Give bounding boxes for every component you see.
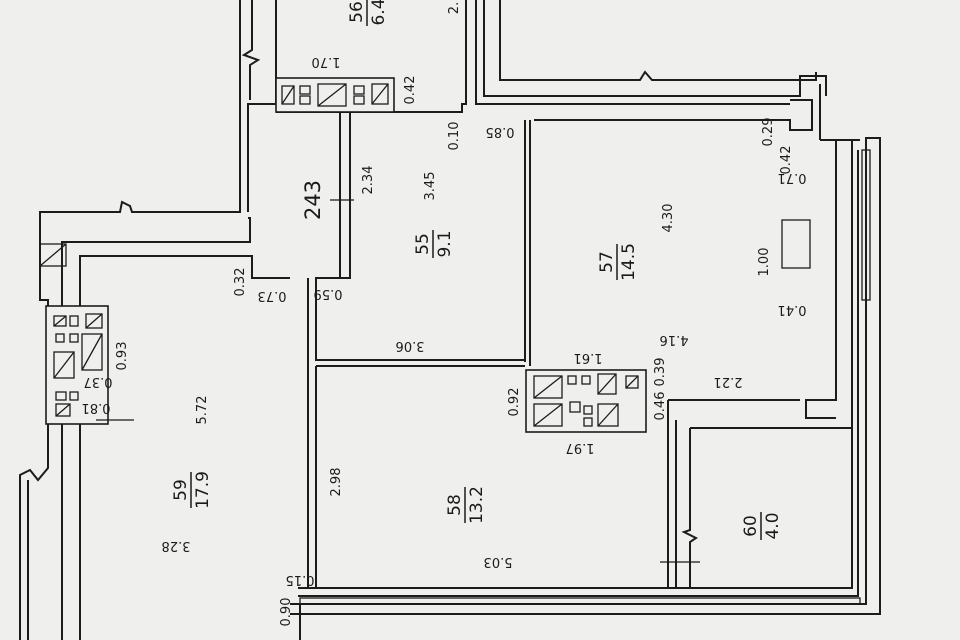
- wall-55-bottom: [315, 112, 525, 361]
- dim-0-10: 0.10: [447, 122, 462, 151]
- walls: [19, 0, 881, 640]
- dim-0-85: 0.85: [486, 124, 515, 139]
- room-57-label: 57 14.5: [597, 243, 639, 281]
- room-55-number: 55: [413, 233, 433, 255]
- dim-2-34: 2.34: [361, 166, 376, 195]
- vent-duct-2: [299, 85, 311, 95]
- dim-243: 243: [301, 180, 325, 220]
- room-58-label: 58 13.2: [445, 486, 487, 524]
- room-55-label: 55 9.1: [413, 230, 455, 258]
- vent-block-center: [525, 369, 647, 433]
- wall-top-corridor-inner: [483, 0, 827, 97]
- dim-2-98: 2.98: [329, 468, 344, 497]
- dim-0-71: 0.71: [778, 170, 807, 185]
- vent-duct-3: [299, 95, 311, 105]
- wall-room55-top: [276, 0, 467, 113]
- room-60-number: 60: [741, 515, 761, 537]
- dim-5-03: 5.03: [484, 554, 513, 569]
- room-58-number: 58: [445, 494, 465, 516]
- dim-3-06: 3.06: [396, 338, 425, 353]
- room-56-number: 56: [347, 1, 367, 23]
- vent-duct-1: [281, 85, 295, 105]
- room-56-label: 56 6.4: [347, 0, 389, 26]
- wall-bottom-right: [298, 140, 853, 589]
- room-58-area: 13.2: [467, 486, 487, 524]
- wall-top-far: [499, 0, 817, 81]
- dim-1-61: 1.61: [574, 350, 603, 365]
- dim-0-29: 0.29: [761, 118, 776, 147]
- dim-0-59: 0.59: [314, 286, 343, 301]
- vent-duct-4: [317, 83, 347, 107]
- wall-top-corridor: [475, 0, 790, 105]
- wall-57-right: [805, 140, 837, 419]
- vent-duct-5: [353, 85, 365, 95]
- wall-top-left: [247, 0, 277, 212]
- dim-2-top: 2.: [447, 2, 462, 14]
- room-59-number: 59: [171, 479, 191, 501]
- room-55-area: 9.1: [435, 230, 455, 257]
- dim-0-93: 0.93: [115, 342, 130, 371]
- dim-4-16: 4.16: [660, 332, 689, 347]
- dim-0-73: 0.73: [258, 288, 287, 303]
- dim-0-15: 0.15: [286, 572, 315, 587]
- dim-0-90: 0.90: [279, 598, 294, 627]
- window-bottom: [299, 597, 861, 605]
- dim-2-21: 2.21: [714, 374, 743, 389]
- vent-left-1: [53, 315, 67, 327]
- room-59-label: 59 17.9: [171, 471, 213, 509]
- room-57-number: 57: [597, 251, 617, 273]
- room-56-area: 6.4: [369, 0, 389, 26]
- vent-duct-6: [353, 95, 365, 105]
- dim-0-81: 0.81: [82, 400, 111, 415]
- dim-0-46: 0.46: [653, 392, 668, 421]
- dim-0-37: 0.37: [84, 374, 113, 389]
- wall-60-left: [681, 428, 698, 588]
- dim-1-70: 1.70: [312, 54, 341, 69]
- dim-3-45: 3.45: [423, 172, 438, 201]
- riser-left: [39, 243, 67, 267]
- dim-3-28: 3.28: [162, 538, 191, 553]
- dim-1-00: 1.00: [757, 248, 772, 277]
- dim-0-42-top: 0.42: [403, 76, 418, 105]
- room59-outer-wall: [61, 217, 251, 640]
- wall-break-top: [241, 0, 261, 100]
- dim-5-72: 5.72: [195, 396, 210, 425]
- dimension-ticks: [96, 199, 700, 563]
- vent-duct-7: [371, 83, 389, 105]
- window-right: [861, 149, 871, 301]
- dim-4-30: 4.30: [661, 204, 676, 233]
- radiator: [781, 219, 811, 269]
- labels: 59 17.9 58 13.2 55 9.1 57 14.5 60 4.0: [82, 0, 807, 627]
- dim-1-97: 1.97: [566, 440, 595, 455]
- room-57-area: 14.5: [619, 243, 639, 281]
- fixtures: [39, 77, 871, 605]
- room-60-label: 60 4.0: [741, 512, 783, 540]
- room-60-area: 4.0: [763, 512, 783, 539]
- dim-0-92: 0.92: [507, 388, 522, 417]
- dim-0-32: 0.32: [233, 268, 248, 297]
- dim-0-39: 0.39: [653, 358, 668, 387]
- dim-0-42-right: 0.42: [779, 146, 794, 175]
- dim-0-41: 0.41: [778, 302, 807, 317]
- room59-inner-wall: [79, 255, 290, 640]
- room-59-area: 17.9: [193, 471, 213, 509]
- wall-57-top: [534, 99, 813, 131]
- wall-bottom-right-inner: [298, 150, 859, 597]
